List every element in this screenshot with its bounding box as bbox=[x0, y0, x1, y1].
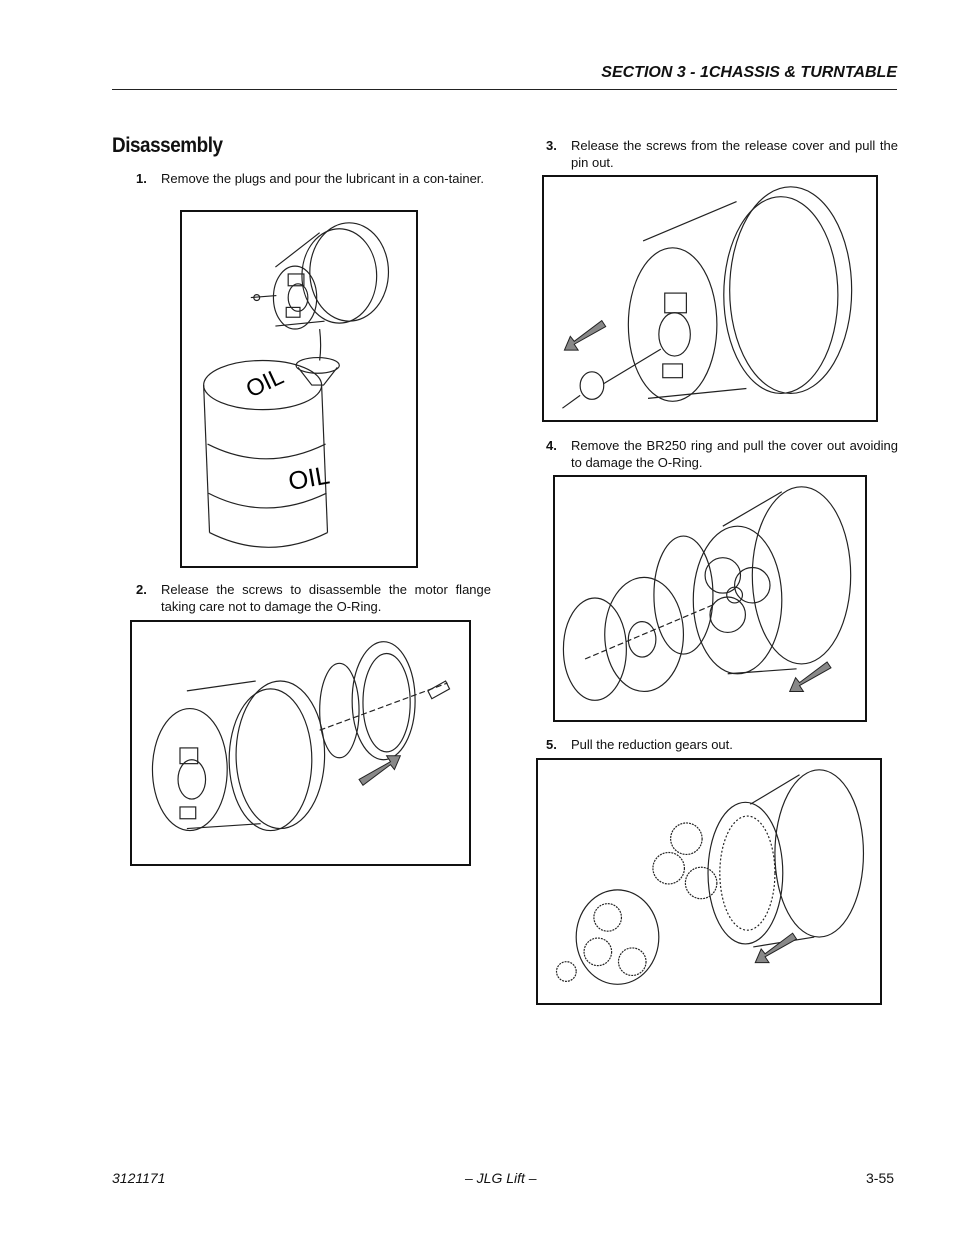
step-1: 1. Remove the plugs and pour the lubrica… bbox=[136, 170, 488, 187]
footer-doc-number: 3121171 bbox=[112, 1170, 166, 1186]
step-text: Pull the reduction gears out. bbox=[571, 737, 733, 752]
figure-motor-flange bbox=[130, 620, 471, 866]
drum-label-top: OIL bbox=[242, 363, 287, 403]
figure-drain-oil: OIL OIL bbox=[180, 210, 418, 568]
footer-page-number: 3-55 bbox=[866, 1170, 895, 1186]
step-text: Remove the BR250 ring and pull the cover… bbox=[571, 438, 898, 470]
step-number: 3. bbox=[546, 138, 557, 153]
arrow-icon bbox=[358, 755, 402, 787]
drain-oil-illustration: OIL OIL bbox=[203, 222, 390, 548]
step-text: Release the screws from the release cove… bbox=[571, 138, 898, 170]
step-number: 2. bbox=[136, 582, 147, 597]
release-cover-illustration bbox=[562, 186, 853, 409]
remove-cover-illustration bbox=[562, 486, 852, 701]
arrow-icon bbox=[788, 661, 832, 692]
step-5: 5. Pull the reduction gears out. bbox=[546, 736, 898, 753]
section-heading: Disassembly bbox=[112, 134, 223, 157]
arrow-icon bbox=[563, 319, 607, 351]
step-number: 5. bbox=[546, 737, 557, 752]
step-2: 2. Release the screws to disassemble the… bbox=[136, 581, 491, 615]
step-3: 3. Release the screws from the release c… bbox=[546, 137, 898, 171]
step-text: Release the screws to disassemble the mo… bbox=[161, 582, 491, 614]
step-4: 4. Remove the BR250 ring and pull the co… bbox=[546, 437, 898, 471]
step-number: 4. bbox=[546, 438, 557, 453]
arrow-icon bbox=[754, 932, 798, 964]
footer-publisher: – JLG Lift – bbox=[465, 1170, 537, 1186]
figure-remove-cover bbox=[553, 475, 867, 722]
header-divider bbox=[112, 89, 897, 90]
figure-reduction-gears bbox=[536, 758, 882, 1005]
step-text: Remove the plugs and pour the lubricant … bbox=[161, 171, 485, 186]
reduction-gears-illustration bbox=[555, 769, 865, 985]
step-number: 1. bbox=[136, 171, 147, 186]
motor-flange-illustration bbox=[151, 641, 451, 832]
section-header-title: SECTION 3 - 1CHASSIS & TURNTABLE bbox=[601, 64, 897, 81]
drum-label-side: OIL bbox=[286, 461, 331, 496]
figure-release-cover bbox=[542, 175, 878, 422]
